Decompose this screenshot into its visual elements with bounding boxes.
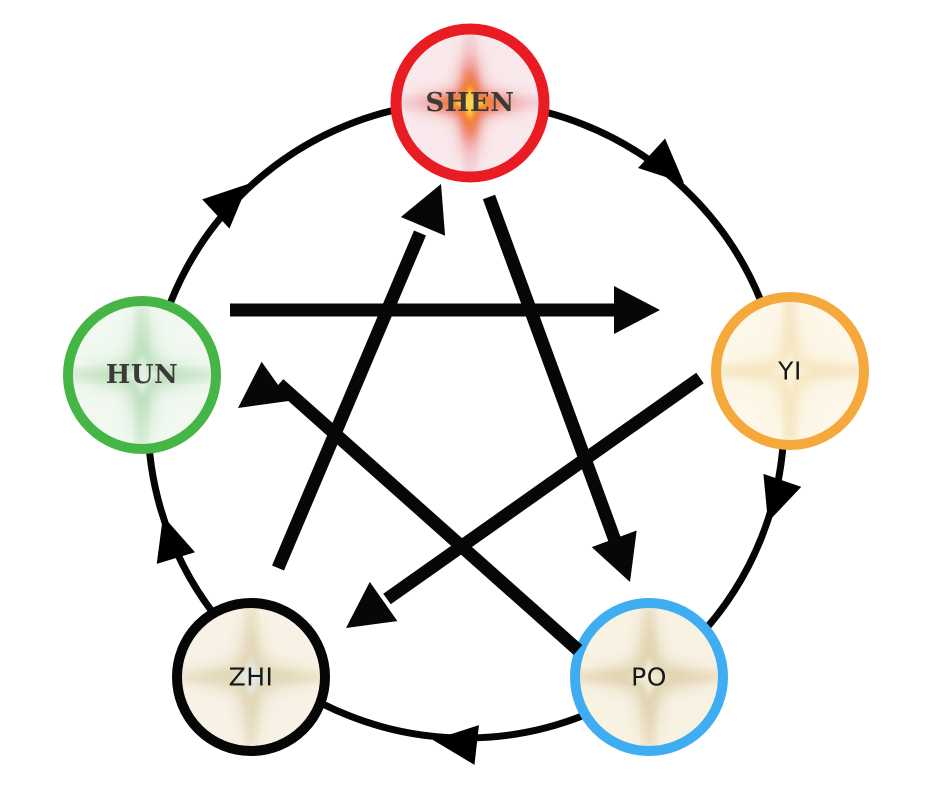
po-ring — [570, 598, 728, 756]
arrow-hun-to-yi — [230, 286, 660, 334]
arrow-yi-to-zhi — [346, 372, 704, 628]
cycle-arrowhead-po-to-zhi — [433, 725, 479, 765]
cycle-arrowhead-yi-to-po — [763, 473, 802, 522]
node-zhi: ZHI — [172, 598, 330, 756]
shen-ring — [390, 23, 550, 183]
cycle-arrowhead-hun-to-shen — [202, 184, 248, 229]
arrow-shen-to-po — [482, 194, 637, 582]
zhi-ring — [172, 598, 330, 756]
hun-ring — [63, 296, 221, 454]
node-po: PO — [570, 598, 728, 756]
cycle-arrowhead-shen-to-yi — [638, 138, 684, 183]
cycle-arrowhead-zhi-to-hun — [156, 516, 195, 564]
node-yi: YI — [711, 292, 869, 450]
yi-ring — [711, 292, 869, 450]
inner-control-arrows — [230, 184, 704, 655]
arrow-zhi-to-shen — [272, 184, 446, 571]
arrow-po-to-hun — [238, 361, 583, 655]
node-shen: SHEN — [390, 23, 550, 183]
node-hun: HUN — [63, 296, 221, 454]
